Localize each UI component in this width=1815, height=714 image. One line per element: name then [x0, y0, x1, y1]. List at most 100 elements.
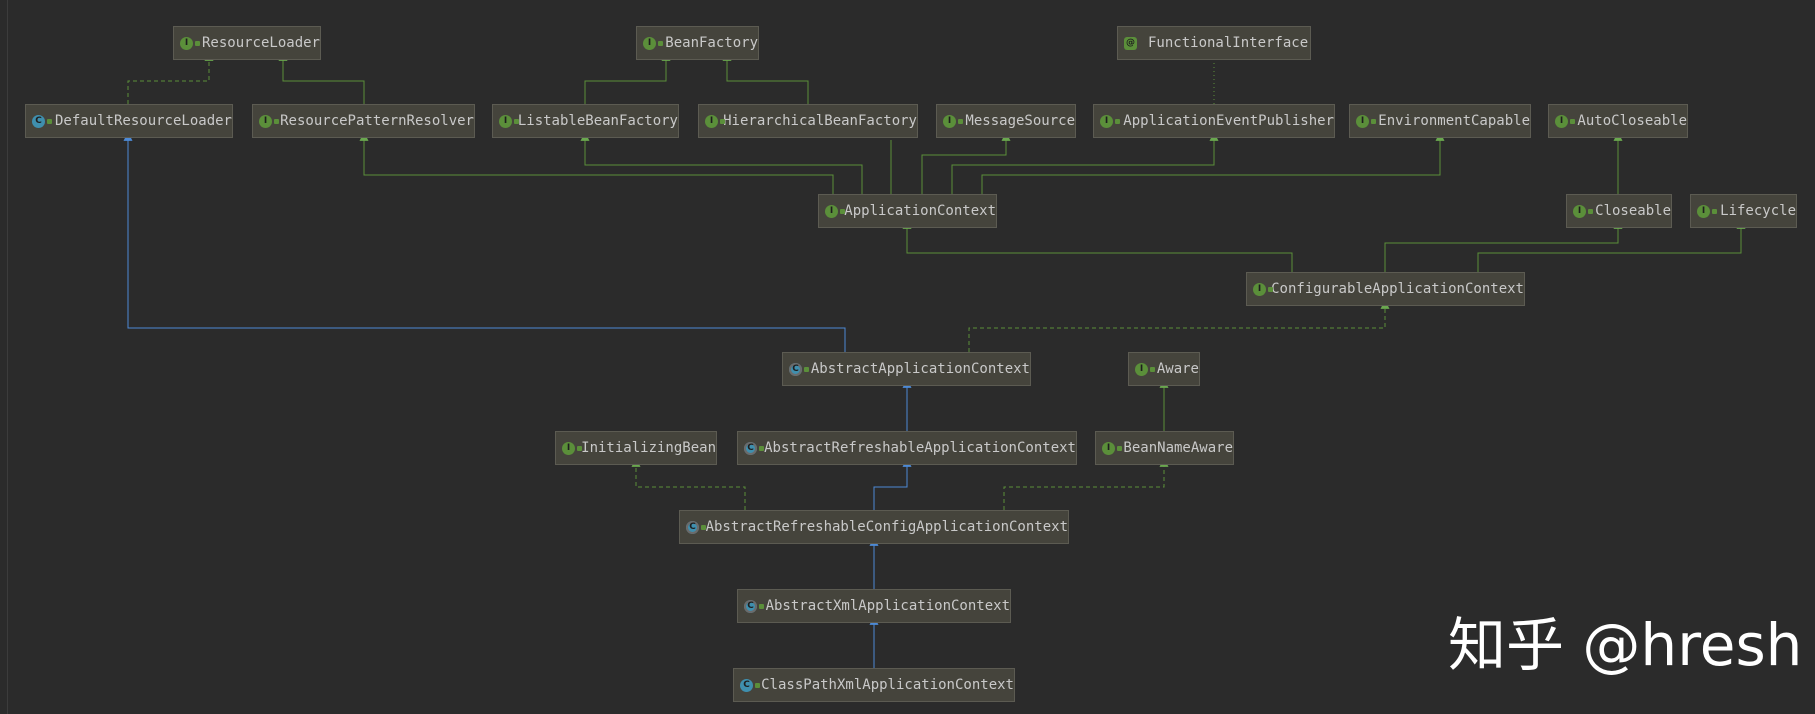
public-visibility-icon	[1371, 118, 1377, 124]
interface-icon: I	[1555, 114, 1568, 128]
class-icon: C	[740, 678, 753, 692]
edge-configurableapplicationcontext-applicationcontext	[902, 219, 1293, 272]
public-visibility-icon	[195, 40, 200, 46]
node-label: ConfigurableApplicationContext	[1271, 281, 1524, 297]
abstract-class-icon: C	[744, 441, 757, 455]
public-visibility-icon	[658, 40, 664, 46]
class-icon: C	[32, 114, 45, 128]
left-gutter	[0, 0, 8, 714]
node-abstractrefreshableconfigapplicationcontext[interactable]: C AbstractRefreshableConfigApplicationCo…	[679, 510, 1069, 544]
public-visibility-icon	[274, 118, 280, 124]
node-beanfactory[interactable]: I BeanFactory	[636, 26, 759, 60]
node-label: ApplicationEventPublisher	[1123, 113, 1334, 129]
edge-applicationcontext-environmentcapable	[981, 131, 1445, 194]
node-label: BeanNameAware	[1123, 440, 1233, 456]
edge-abstractapplicationcontext-configurableapplicationcontext	[968, 299, 1390, 352]
node-label: EnvironmentCapable	[1378, 113, 1530, 129]
node-hierarchicalbeanfactory[interactable]: I HierarchicalBeanFactory	[698, 104, 918, 138]
edge-abstractrefreshableconfig-initializingbean	[631, 457, 746, 510]
node-defaultresourceloader[interactable]: C DefaultResourceLoader	[25, 104, 233, 138]
node-label: InitializingBean	[581, 440, 716, 456]
node-label: HierarchicalBeanFactory	[723, 113, 917, 129]
node-label: ListableBeanFactory	[517, 113, 678, 129]
node-label: AbstractRefreshableApplicationContext	[764, 440, 1076, 456]
public-visibility-icon	[514, 118, 519, 124]
public-visibility-icon	[1117, 445, 1123, 451]
interface-icon: I	[180, 36, 193, 50]
node-initializingbean[interactable]: I InitializingBean	[555, 431, 717, 465]
public-visibility-icon	[1588, 208, 1594, 214]
node-label: Aware	[1156, 361, 1199, 377]
node-classpathxmlapplicationcontext[interactable]: C ClassPathXmlApplicationContext	[733, 668, 1015, 702]
node-abstractrefreshableapplicationcontext[interactable]: C AbstractRefreshableApplicationContext	[737, 431, 1077, 465]
public-visibility-icon	[701, 524, 705, 530]
node-applicationcontext[interactable]: I ApplicationContext	[818, 194, 997, 228]
node-resourceloader[interactable]: I ResourceLoader	[173, 26, 321, 60]
node-label: ClassPathXmlApplicationContext	[761, 677, 1014, 693]
edge-applicationcontext-resourcepatternresolver	[359, 131, 834, 194]
interface-icon: I	[1697, 204, 1710, 218]
interface-icon: I	[943, 114, 956, 128]
abstract-class-icon: C	[744, 599, 757, 613]
edge-configurableapplicationcontext-closeable	[1384, 219, 1623, 272]
node-label: MessageSource	[965, 113, 1075, 129]
watermark: 知乎 @hresh	[1448, 611, 1803, 679]
public-visibility-icon	[759, 445, 765, 451]
node-environmentcapable[interactable]: I EnvironmentCapable	[1349, 104, 1531, 138]
node-messagesource[interactable]: I MessageSource	[936, 104, 1076, 138]
node-label: Closeable	[1595, 203, 1671, 219]
public-visibility-icon	[577, 445, 583, 451]
node-label: AutoCloseable	[1577, 113, 1687, 129]
node-label: AbstractRefreshableConfigApplicationCont…	[705, 519, 1068, 535]
node-label: AbstractApplicationContext	[810, 361, 1030, 377]
public-visibility-icon	[804, 366, 809, 372]
public-visibility-icon	[759, 603, 764, 609]
node-label: FunctionalInterface	[1148, 35, 1309, 51]
node-label: BeanFactory	[665, 35, 758, 51]
node-aware[interactable]: I Aware	[1128, 352, 1200, 386]
node-label: ResourceLoader	[201, 35, 320, 51]
edge-abstractrefreshableconfig-beannameaware	[1003, 457, 1169, 510]
public-visibility-icon	[1150, 366, 1155, 372]
node-resourcepatternresolver[interactable]: I ResourcePatternResolver	[252, 104, 475, 138]
node-beannameaware[interactable]: I BeanNameAware	[1095, 431, 1234, 465]
interface-icon: I	[259, 114, 272, 128]
node-abstractapplicationcontext[interactable]: C AbstractApplicationContext	[782, 352, 1031, 386]
edge-listablebeanfactory-beanfactory	[584, 51, 671, 104]
node-label: Lifecycle	[1720, 203, 1796, 219]
interface-icon: I	[1100, 114, 1113, 128]
interface-icon: I	[825, 204, 838, 218]
public-visibility-icon	[958, 118, 964, 124]
node-label: ResourcePatternResolver	[280, 113, 474, 129]
public-visibility-icon	[1712, 208, 1718, 214]
node-abstractxmlapplicationcontext[interactable]: C AbstractXmlApplicationContext	[737, 589, 1011, 623]
public-visibility-icon	[840, 208, 847, 214]
abstract-class-icon: C	[686, 520, 699, 534]
edge-defaultresourceloader-resourceloader	[127, 51, 214, 104]
interface-icon: I	[1253, 282, 1266, 296]
interface-icon: I	[643, 36, 656, 50]
node-autocloseable[interactable]: I AutoCloseable	[1548, 104, 1688, 138]
annotation-icon: @	[1124, 36, 1137, 50]
edge-applicationcontext-messagesource	[921, 131, 1011, 194]
public-visibility-icon	[755, 682, 761, 688]
public-visibility-icon	[1115, 118, 1121, 124]
node-listablebeanfactory[interactable]: I ListableBeanFactory	[492, 104, 679, 138]
edge-applicationcontext-applicationeventpublisher	[951, 131, 1219, 194]
public-visibility-icon	[1570, 118, 1576, 124]
node-configurableapplicationcontext[interactable]: I ConfigurableApplicationContext	[1246, 272, 1525, 306]
edge-hierarchicalbeanfactory-beanfactory	[722, 51, 809, 104]
interface-icon: I	[499, 114, 512, 128]
public-visibility-icon	[47, 118, 52, 124]
node-label: ApplicationContext	[844, 203, 996, 219]
node-applicationeventpublisher[interactable]: I ApplicationEventPublisher	[1093, 104, 1335, 138]
node-closeable[interactable]: I Closeable	[1566, 194, 1672, 228]
edge-abstractrefreshableconfig-abstractrefreshable	[873, 457, 912, 510]
node-lifecycle[interactable]: I Lifecycle	[1690, 194, 1797, 228]
edge-resourcepatternresolver-resourceloader	[278, 51, 365, 104]
interface-icon: I	[1135, 362, 1148, 376]
node-functionalinterface[interactable]: @ FunctionalInterface	[1117, 26, 1311, 60]
interface-icon: I	[1573, 204, 1586, 218]
interface-icon: I	[1356, 114, 1369, 128]
